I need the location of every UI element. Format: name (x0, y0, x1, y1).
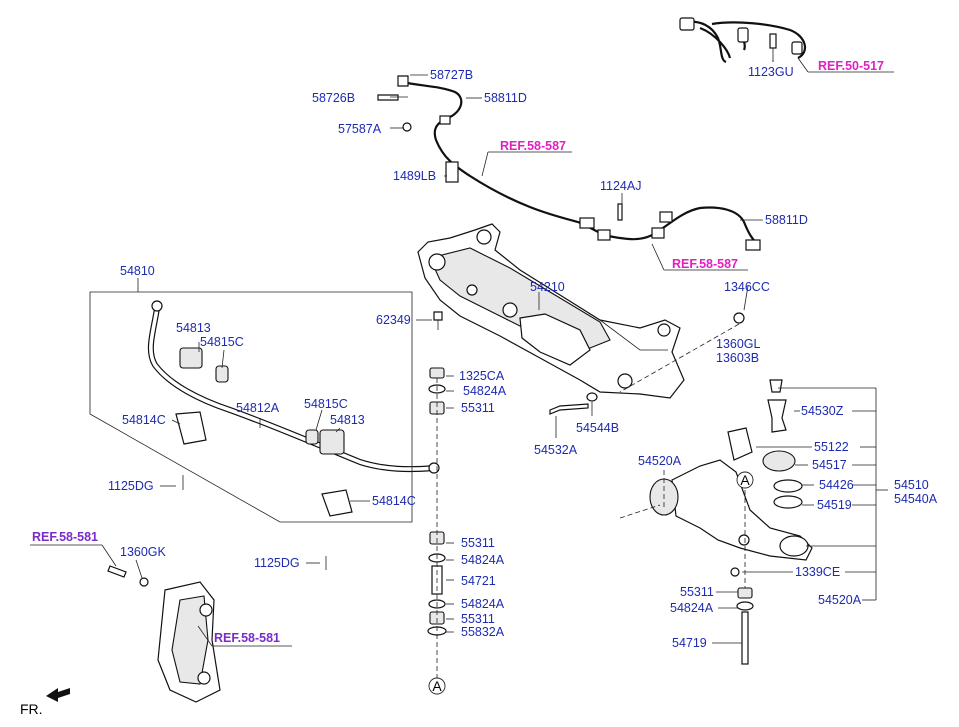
label-1360GL: 1360GL (716, 337, 761, 351)
label-58727B: 58727B (430, 68, 473, 82)
label-54814C-b: 54814C (372, 494, 416, 508)
label-54812A: 54812A (236, 401, 280, 415)
label-54721: 54721 (461, 574, 496, 588)
label-54210: 54210 (530, 280, 565, 294)
leader-lines (30, 57, 894, 682)
subframe-fasteners (433, 311, 745, 415)
marker-a-lower: A (428, 677, 446, 695)
label-54813-a: 54813 (176, 321, 211, 335)
label-1125DG-a: 1125DG (108, 479, 154, 493)
label-54544B: 54544B (576, 421, 619, 435)
label-1124AJ: 1124AJ (600, 179, 641, 193)
lower-arm (649, 379, 813, 665)
stabilizer-bar (147, 300, 440, 570)
label-1489LB: 1489LB (393, 169, 436, 183)
marker-a-arm-text: A (740, 472, 750, 488)
label-54815C-a: 54815C (200, 335, 244, 349)
label-54824A-2: 54824A (461, 553, 505, 567)
label-1125DG-b: 1125DG (254, 556, 300, 570)
marker-a-lower-text: A (432, 678, 442, 694)
label-1325CA: 1325CA (459, 369, 505, 383)
label-1339CE: 1339CE (795, 565, 840, 579)
abs-sensor-harness (679, 17, 807, 64)
brake-hose-assembly (377, 75, 761, 251)
label-55311-3: 55311 (461, 612, 495, 626)
label-58811D-top: 58811D (484, 91, 527, 105)
label-54540A: 54540A (894, 492, 938, 506)
label-54510: 54510 (894, 478, 929, 492)
caliper-carrier (107, 565, 221, 703)
ref-50-517: REF.50-517 (818, 59, 884, 73)
front-label: FR. (20, 701, 43, 717)
label-54810: 54810 (120, 264, 155, 278)
label-54814C-a: 54814C (122, 413, 166, 427)
label-54520A-a: 54520A (638, 454, 682, 468)
label-62349: 62349 (376, 313, 411, 327)
ref-58-587-upper: REF.58-587 (500, 139, 566, 153)
label-55311-2: 55311 (461, 536, 495, 550)
label-1360GK: 1360GK (120, 545, 167, 559)
ref-58-587-lower: REF.58-587 (672, 257, 738, 271)
label-54532A: 54532A (534, 443, 578, 457)
front-direction-indicator: FR. (20, 688, 70, 717)
label-54530Z: 54530Z (801, 404, 844, 418)
label-1346CC: 1346CC (724, 280, 770, 294)
label-54519: 54519 (817, 498, 852, 512)
marker-a-arm: A (736, 471, 754, 489)
label-1123GU: 1123GU (748, 65, 794, 79)
ref-58-581-left: REF.58-581 (32, 530, 98, 544)
label-58811D-right: 58811D (765, 213, 808, 227)
label-57587A: 57587A (338, 122, 382, 136)
label-55311-1: 55311 (461, 401, 495, 415)
front-arrow-icon (46, 688, 70, 702)
label-54815C-b: 54815C (304, 397, 348, 411)
label-54517: 54517 (812, 458, 847, 472)
label-54824A-3: 54824A (461, 597, 505, 611)
label-54719: 54719 (672, 636, 707, 650)
label-54824A-1: 54824A (463, 384, 507, 398)
ref-58-581-right: REF.58-581 (214, 631, 280, 645)
label-55122: 55122 (814, 440, 849, 454)
label-54520A-b: 54520A (818, 593, 862, 607)
label-13603B: 13603B (716, 351, 759, 365)
label-55311-4: 55311 (680, 585, 714, 599)
label-54426: 54426 (819, 478, 854, 492)
label-54813-b: 54813 (330, 413, 365, 427)
label-55832A: 55832A (461, 625, 505, 639)
part-labels: 58727B 58726B 58811D 57587A REF.58-587 1… (32, 59, 938, 650)
label-54824A-4: 54824A (670, 601, 714, 615)
crossmember (417, 223, 685, 399)
label-58726B: 58726B (312, 91, 355, 105)
